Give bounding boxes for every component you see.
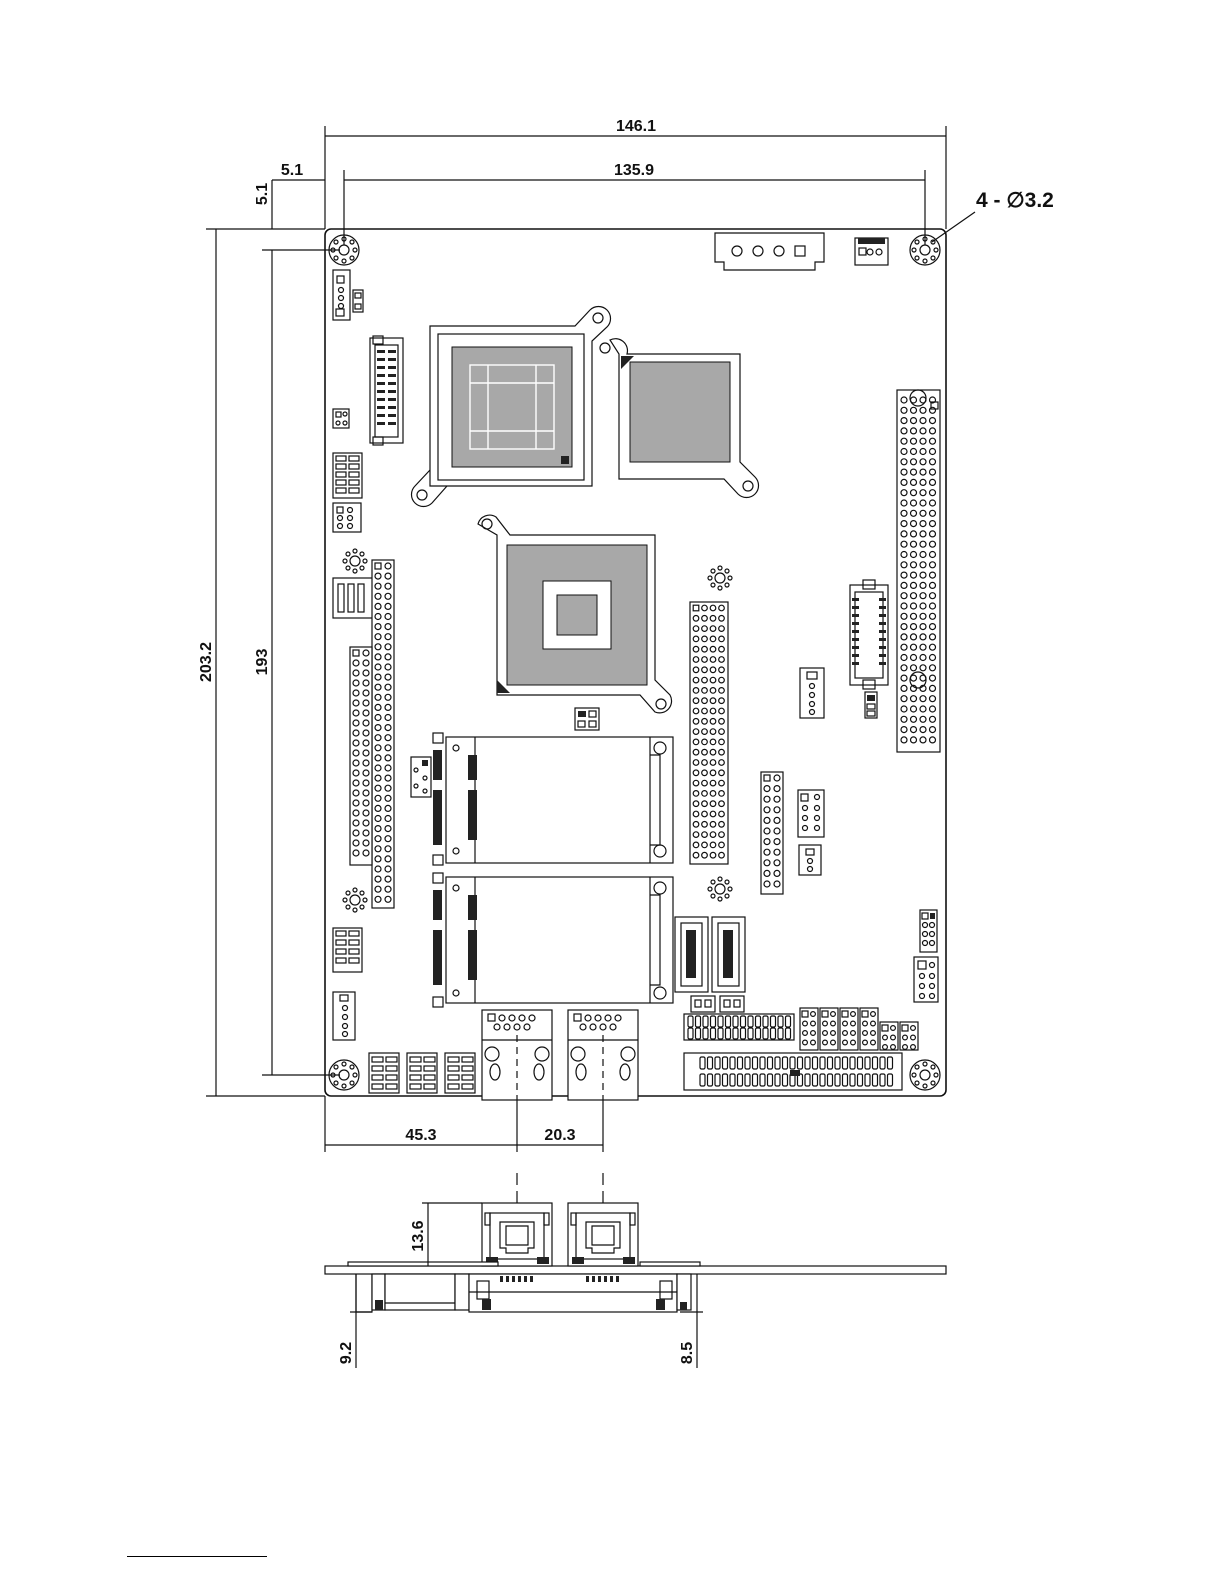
center-long-header (690, 602, 728, 864)
top-view (325, 229, 946, 1100)
bottom-side-components (356, 1274, 691, 1312)
standoff-center-upper (708, 566, 732, 590)
dim-hole-spacing-x: 135.9 (614, 162, 654, 179)
left-jumper-2 (333, 503, 361, 532)
bottom-long-connector (684, 1053, 902, 1090)
side-view: 13.6 9.2 8.5 (325, 1173, 946, 1368)
pcb-side (325, 1266, 946, 1274)
lan-port-2-top (568, 1010, 638, 1100)
fan-connector (855, 238, 888, 265)
dim-bottom-left-height: 9.2 (338, 1342, 355, 1364)
left-long-header-a (372, 560, 394, 908)
dim-hole-spacing-y: 193 (254, 649, 271, 676)
standoff-left-lower (343, 888, 367, 912)
right-jumper-c (799, 845, 821, 875)
dim-rj45-height: 13.6 (410, 1220, 427, 1251)
lan-port-1-side (482, 1203, 552, 1266)
right-jumper-b (798, 790, 824, 837)
right-middle-header (761, 772, 783, 894)
dim-board-width: 146.1 (616, 118, 656, 135)
mini-pcie-socket-upper (433, 733, 673, 865)
right-jumper-a (800, 668, 824, 718)
left-dip-block-1 (333, 453, 362, 498)
dim-bottom-right-height: 8.5 (679, 1342, 696, 1364)
dim-hole-offset-y: 5.1 (254, 183, 271, 205)
bottom-pin-header-row (684, 1014, 794, 1040)
lan-port-1-top (482, 1010, 552, 1100)
left-header-top (333, 270, 363, 320)
sata-connector-2 (712, 917, 745, 992)
left-jumper-1 (333, 409, 349, 428)
standoff-center-lower (708, 877, 732, 901)
dim-mount-holes: 4 - ∅3.2 (976, 189, 1054, 212)
left-dip-block-2 (333, 578, 373, 618)
left-long-header-b (350, 647, 372, 865)
dim-lan-spacing: 20.3 (544, 1127, 575, 1144)
standoff-left-upper (343, 549, 367, 573)
mounting-hole-bottom-right (910, 1060, 940, 1090)
right-lower-header-a (920, 910, 937, 952)
chipset-bga (600, 339, 759, 498)
bottom-dip-blocks (369, 1053, 475, 1093)
dim-hole-offset-x: 5.1 (281, 162, 303, 179)
sata-connector-1 (675, 917, 708, 992)
left-dip-block-3 (333, 928, 362, 972)
right-vertical-connector (850, 580, 888, 718)
center-jumper (575, 708, 599, 730)
dim-lan1-offset: 45.3 (405, 1127, 436, 1144)
small-jumper-near-minipcie (411, 757, 431, 797)
small-2pin-headers (691, 996, 744, 1012)
lan-port-2-side (568, 1203, 638, 1266)
mini-pcie-socket-lower (433, 873, 673, 1007)
cpu-bga (411, 306, 610, 506)
left-vertical-connector-1 (370, 336, 403, 445)
power-connector (715, 233, 824, 270)
southbridge-bga (478, 515, 672, 713)
footer-rule (127, 1556, 267, 1557)
left-side-connector (333, 992, 355, 1040)
bottom-right-jumpers (800, 1008, 918, 1050)
dim-board-height: 203.2 (198, 642, 215, 682)
right-ide-connector (897, 390, 940, 752)
right-lower-header-b (914, 957, 938, 1002)
